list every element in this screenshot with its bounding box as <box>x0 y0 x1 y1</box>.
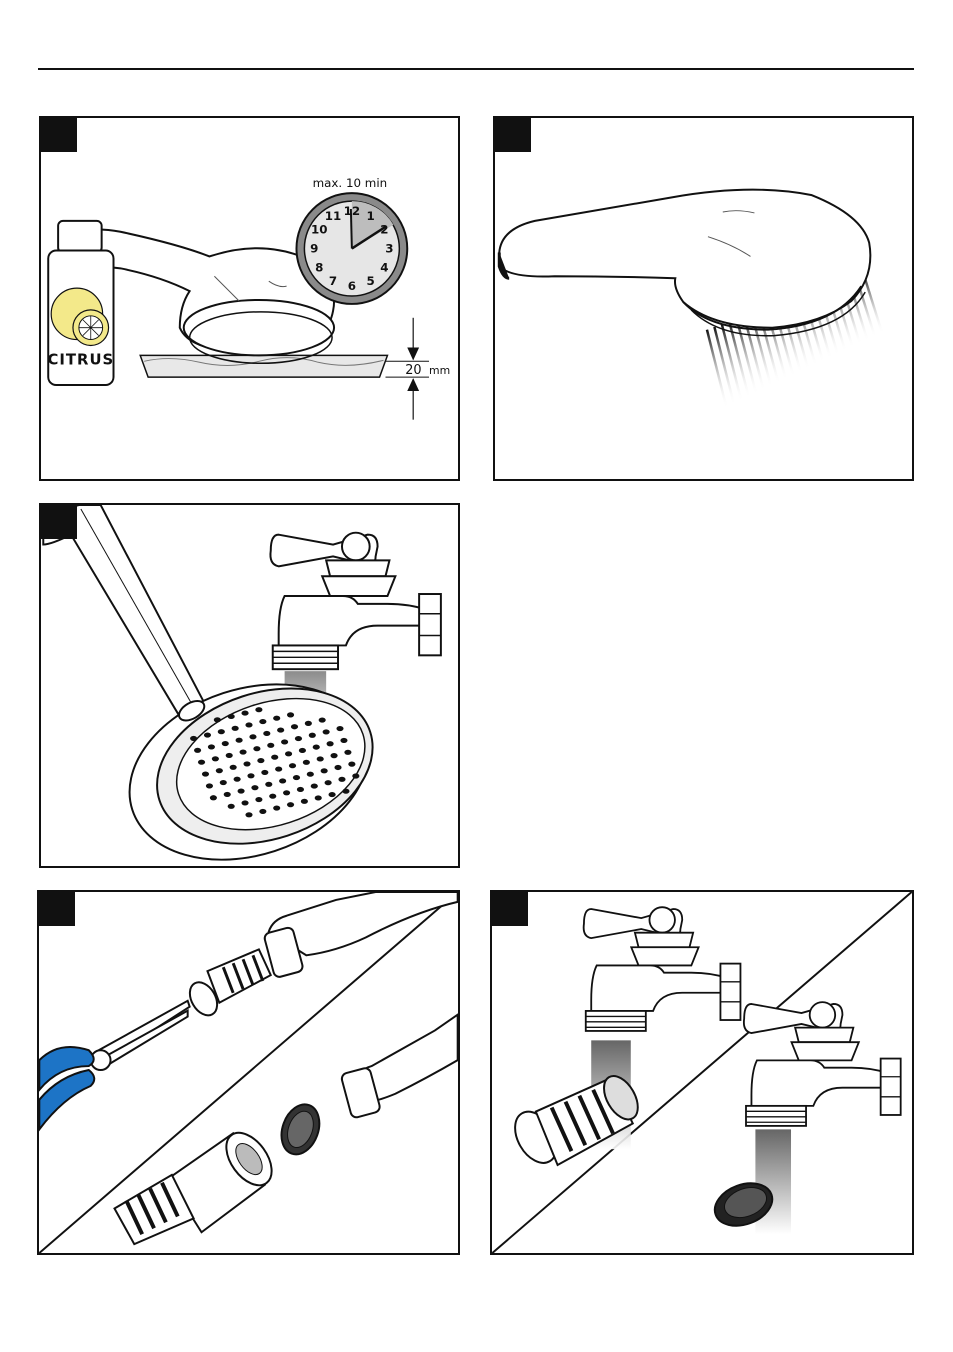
pliers-icon <box>39 1001 189 1130</box>
clock-number: 5 <box>367 274 375 288</box>
step-number-tag <box>41 118 77 152</box>
clock-number: 8 <box>315 260 323 274</box>
clock-number: 4 <box>380 260 388 274</box>
clock-number: 9 <box>310 242 318 256</box>
step-number-tag <box>495 118 531 152</box>
filter-insert-icon <box>507 1070 645 1170</box>
shower-head-icon <box>499 190 870 328</box>
step-number-tag <box>492 892 528 926</box>
clock-number: 12 <box>344 204 361 218</box>
timer-label: max. 10 min <box>313 176 388 190</box>
clock-number: 7 <box>329 274 337 288</box>
filter-insert-icon <box>114 1125 280 1245</box>
clock-number: 2 <box>380 223 388 237</box>
faucet-icon <box>584 907 741 1031</box>
depth-value: 20 <box>405 363 421 378</box>
step-number-tag <box>39 892 75 926</box>
header-rule <box>38 68 914 70</box>
clock-number: 11 <box>325 209 342 223</box>
step-panel-faucet-rinse <box>39 503 460 868</box>
sieve-screen-icon <box>275 1099 326 1160</box>
clean-filter-illustration <box>492 892 912 1253</box>
rinse-spray-illustration <box>495 118 912 479</box>
clock-number: 3 <box>385 242 393 256</box>
step-panel-rinse-spray <box>493 116 914 481</box>
faucet-icon <box>744 1002 901 1126</box>
step-number-tag <box>41 505 77 539</box>
step-panel-clean-filter <box>490 890 914 1255</box>
clock-number: 10 <box>311 223 328 237</box>
step-panel-remove-filter <box>37 890 460 1255</box>
faucet-rinse-illustration <box>41 505 458 866</box>
clock-number: 1 <box>367 209 375 223</box>
faucet-icon <box>270 533 440 669</box>
filter-insert-icon <box>184 949 270 1020</box>
clock-number: 6 <box>348 279 356 293</box>
remove-filter-illustration <box>39 892 458 1253</box>
bottle-label: CITRUS <box>48 351 115 368</box>
depth-unit: mm <box>429 364 450 377</box>
